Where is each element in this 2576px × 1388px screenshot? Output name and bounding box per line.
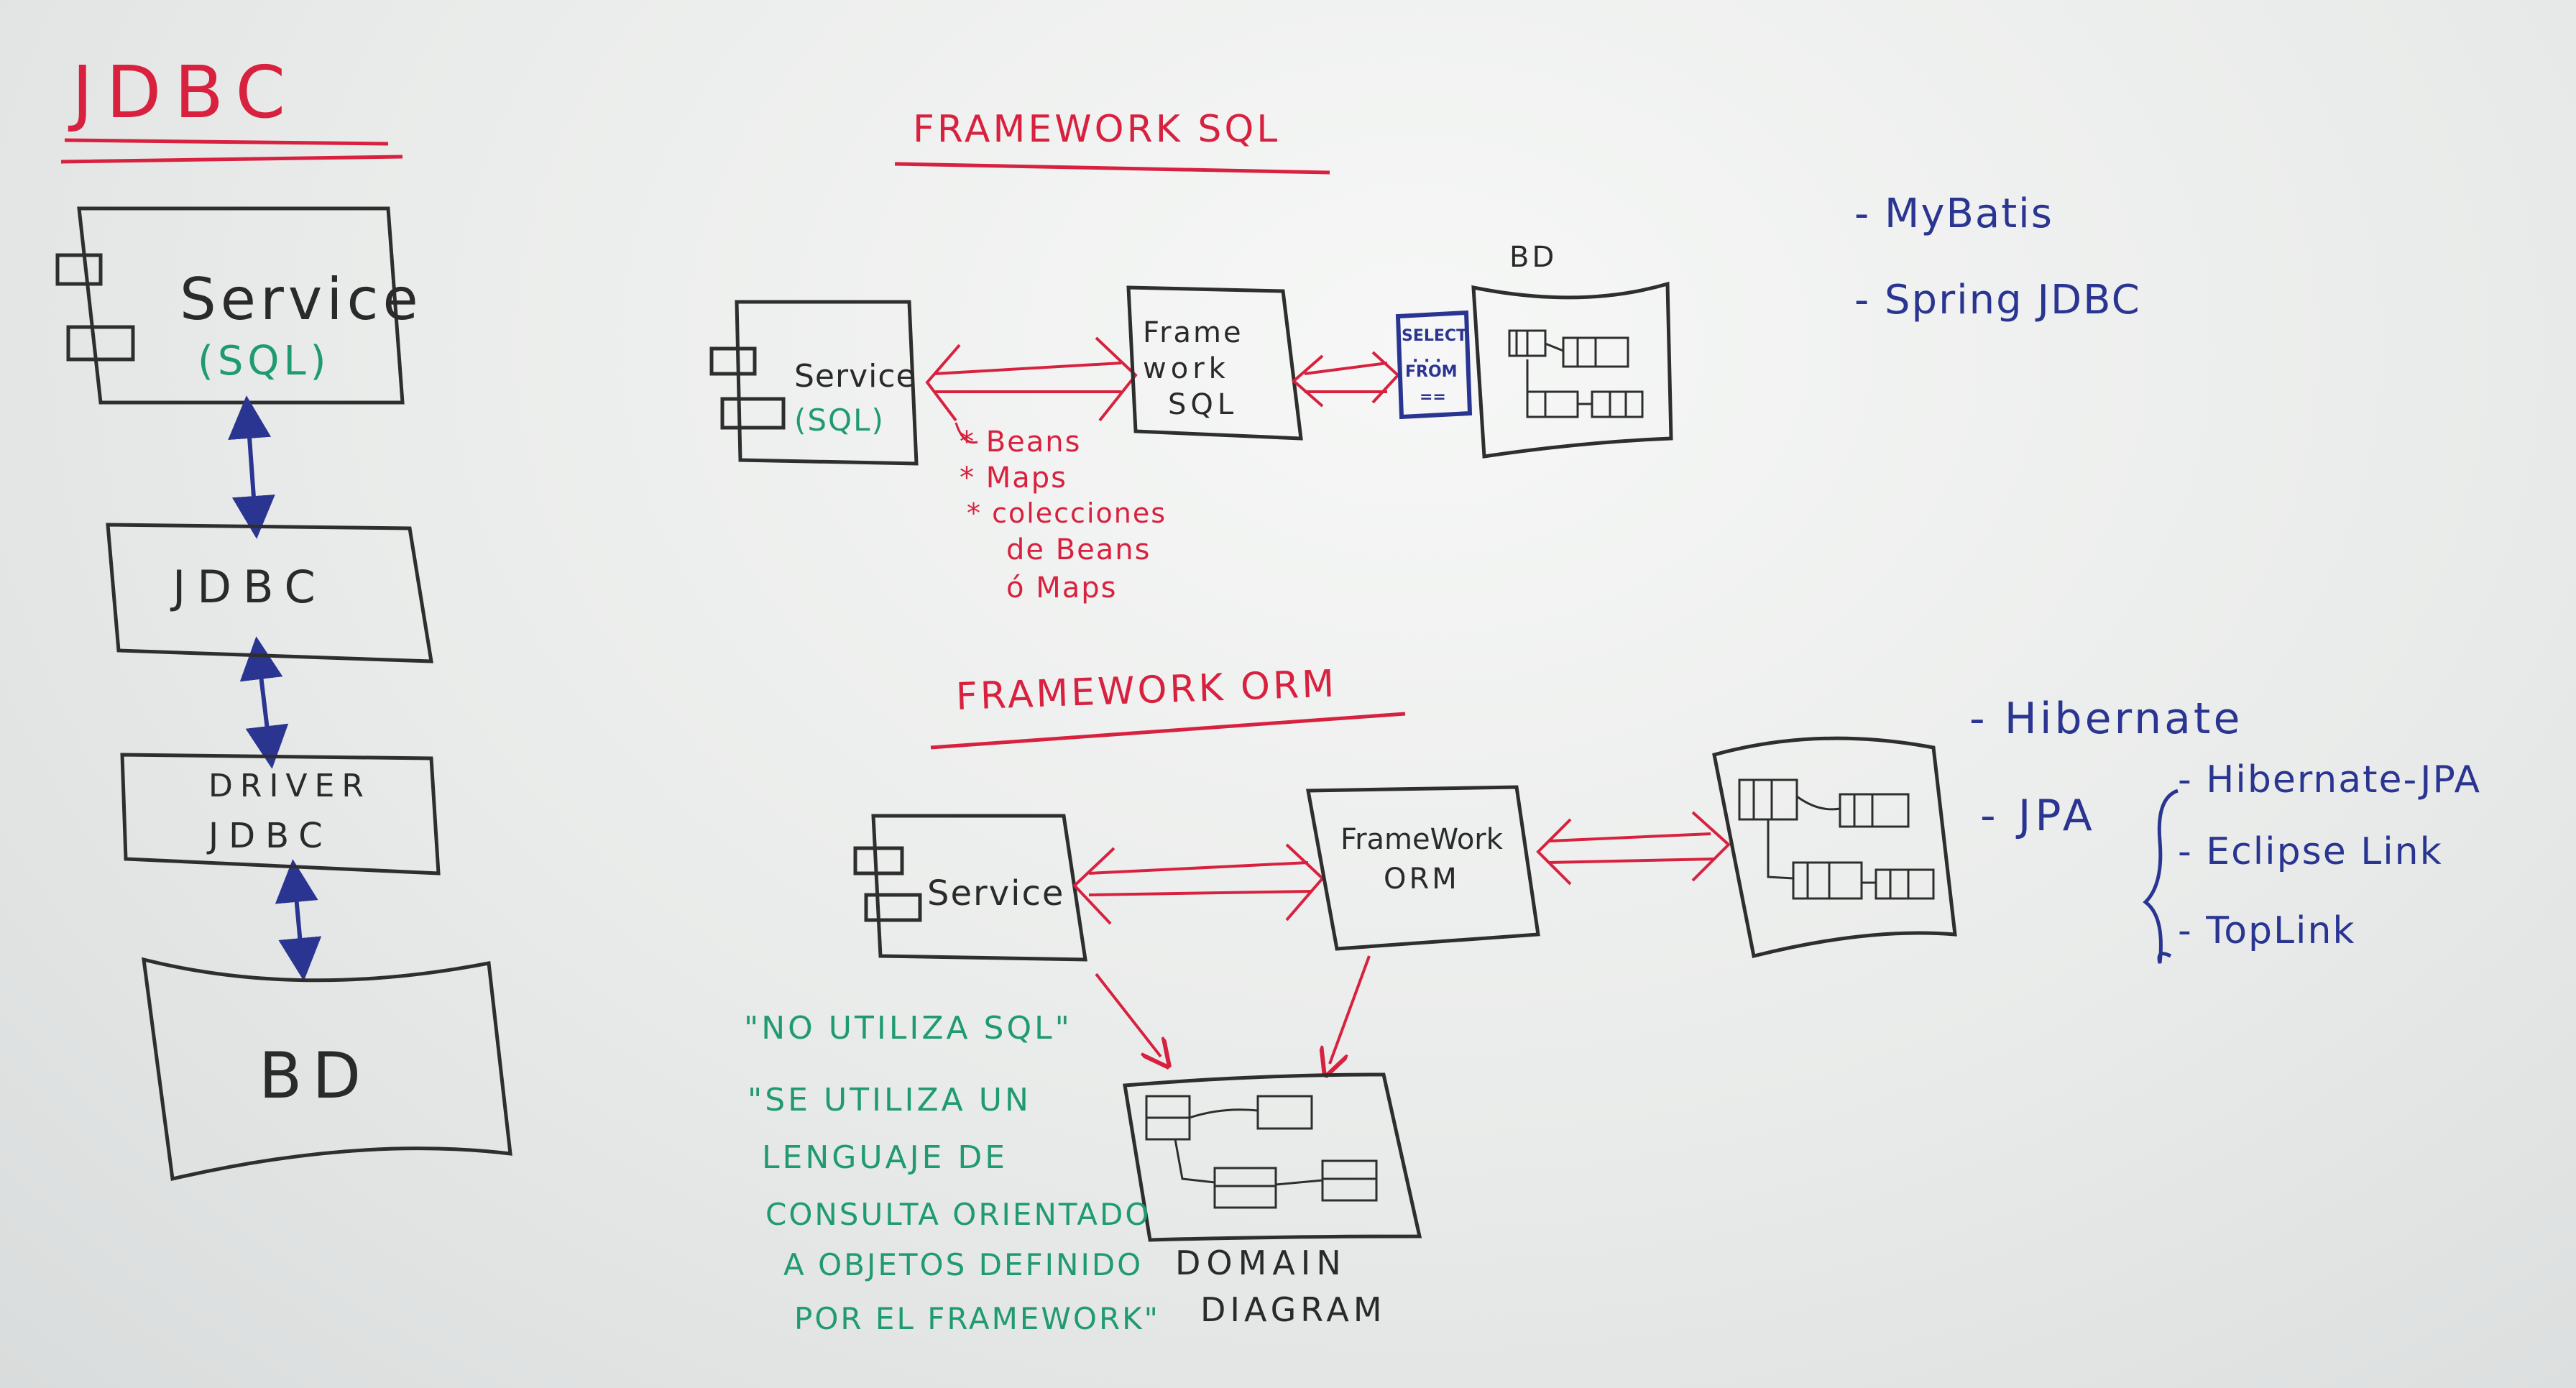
jdbc-title-underline [60, 138, 403, 164]
arrow-driver-db [275, 859, 322, 981]
sql-note-colecciones: * colecciones [967, 497, 1167, 529]
orm-fw-jpa: - JPA [1980, 791, 2097, 841]
left-db-cylinder [142, 957, 512, 1182]
left-jdbc-box [106, 523, 433, 663]
sql-framework-box [1126, 285, 1303, 441]
orm-arrows-domain [1330, 955, 1371, 1064]
left-driver-line2: JDBC [208, 816, 333, 856]
left-db-label: BD [259, 1039, 372, 1113]
sql-note-de-beans: de Beans [1006, 533, 1151, 566]
sql-query-box [1395, 310, 1473, 420]
left-service-label: Service [180, 266, 423, 333]
orm-fw-hibernate: - Hibernate [1969, 694, 2243, 744]
sql-query-select: SELECT [1402, 327, 1468, 345]
arrow-service-jdbc [228, 395, 275, 539]
sql-arrow-framework-query [1291, 351, 1400, 408]
sql-db-label: BD [1509, 241, 1558, 274]
sql-service-port-top [709, 346, 757, 376]
orm-quote-line2: "SE UTILIZA UN [748, 1082, 1031, 1118]
domain-diagram-tables [1145, 1095, 1378, 1209]
left-jdbc-label: JDBC [172, 561, 327, 613]
sql-title: FRAMEWORK SQL [913, 108, 1281, 151]
jpa-brace [2143, 789, 2179, 964]
domain-label-line1: DOMAIN [1175, 1244, 1347, 1282]
left-driver-box [120, 753, 441, 875]
orm-quote-line6: POR EL FRAMEWORK" [794, 1301, 1160, 1336]
left-driver-line1: DRIVER [208, 768, 371, 804]
sql-db-tables [1508, 329, 1644, 418]
orm-service-box [871, 814, 1087, 962]
orm-title-underline [930, 712, 1406, 750]
left-service-box [77, 206, 405, 405]
orm-jpa-toplink: - TopLink [2178, 909, 2356, 952]
sql-note-maps: * Maps [960, 461, 1067, 495]
orm-jpa-hibernate: - Hibernate-JPA [2178, 758, 2482, 801]
orm-db-shape [1712, 736, 1957, 959]
orm-quote-line5: A OBJETOS DEFINIDO [783, 1247, 1144, 1282]
orm-framework-line2: ORM [1384, 863, 1460, 896]
orm-quote-line4: CONSULTA ORIENTADO [765, 1197, 1151, 1232]
sql-query-from: FROM [1405, 363, 1458, 381]
domain-diagram-box [1123, 1072, 1422, 1242]
jdbc-title: JDBC [72, 50, 299, 134]
domain-label-line2: DIAGRAM [1200, 1290, 1386, 1329]
sql-note-beans: * Beans [960, 426, 1082, 459]
sql-db-shape [1471, 281, 1673, 459]
sql-note-o-maps: ó Maps [1006, 571, 1118, 605]
sql-framework-line2: work [1143, 352, 1230, 385]
sql-title-underline [894, 162, 1330, 175]
sql-fw-mybatis: - MyBatis [1854, 190, 2053, 237]
orm-framework-box [1306, 785, 1540, 951]
left-service-port-bottom [66, 325, 135, 362]
arrow-jdbc-driver [239, 636, 289, 769]
orm-quote-line3: LENGUAJE DE [762, 1139, 1008, 1176]
orm-service-label: Service [927, 873, 1065, 914]
left-service-port-top [55, 253, 103, 286]
orm-framework-line1: FrameWork [1340, 823, 1503, 856]
sql-arrow-service-framework [925, 336, 1138, 422]
orm-service-port-top [853, 846, 904, 875]
orm-service-port-bottom [864, 893, 922, 922]
orm-db-tables [1738, 778, 1935, 900]
sql-service-sql: (SQL) [794, 403, 885, 438]
left-service-sql: (SQL) [198, 338, 331, 385]
orm-arrow-service-framework [1072, 843, 1325, 925]
sql-framework-line3: SQL [1168, 388, 1238, 421]
orm-jpa-eclipselink: - Eclipse Link [2178, 830, 2443, 873]
sql-fw-spring-jdbc: - Spring JDBC [1854, 277, 2141, 323]
sql-service-box [735, 300, 919, 466]
orm-quote-line1: "NO UTILIZA SQL" [744, 1010, 1072, 1047]
orm-arrow-framework-db [1536, 811, 1731, 886]
sql-service-port-bottom [720, 397, 786, 430]
sql-framework-line1: Frame [1143, 316, 1243, 349]
sql-service-label: Service [794, 358, 916, 395]
